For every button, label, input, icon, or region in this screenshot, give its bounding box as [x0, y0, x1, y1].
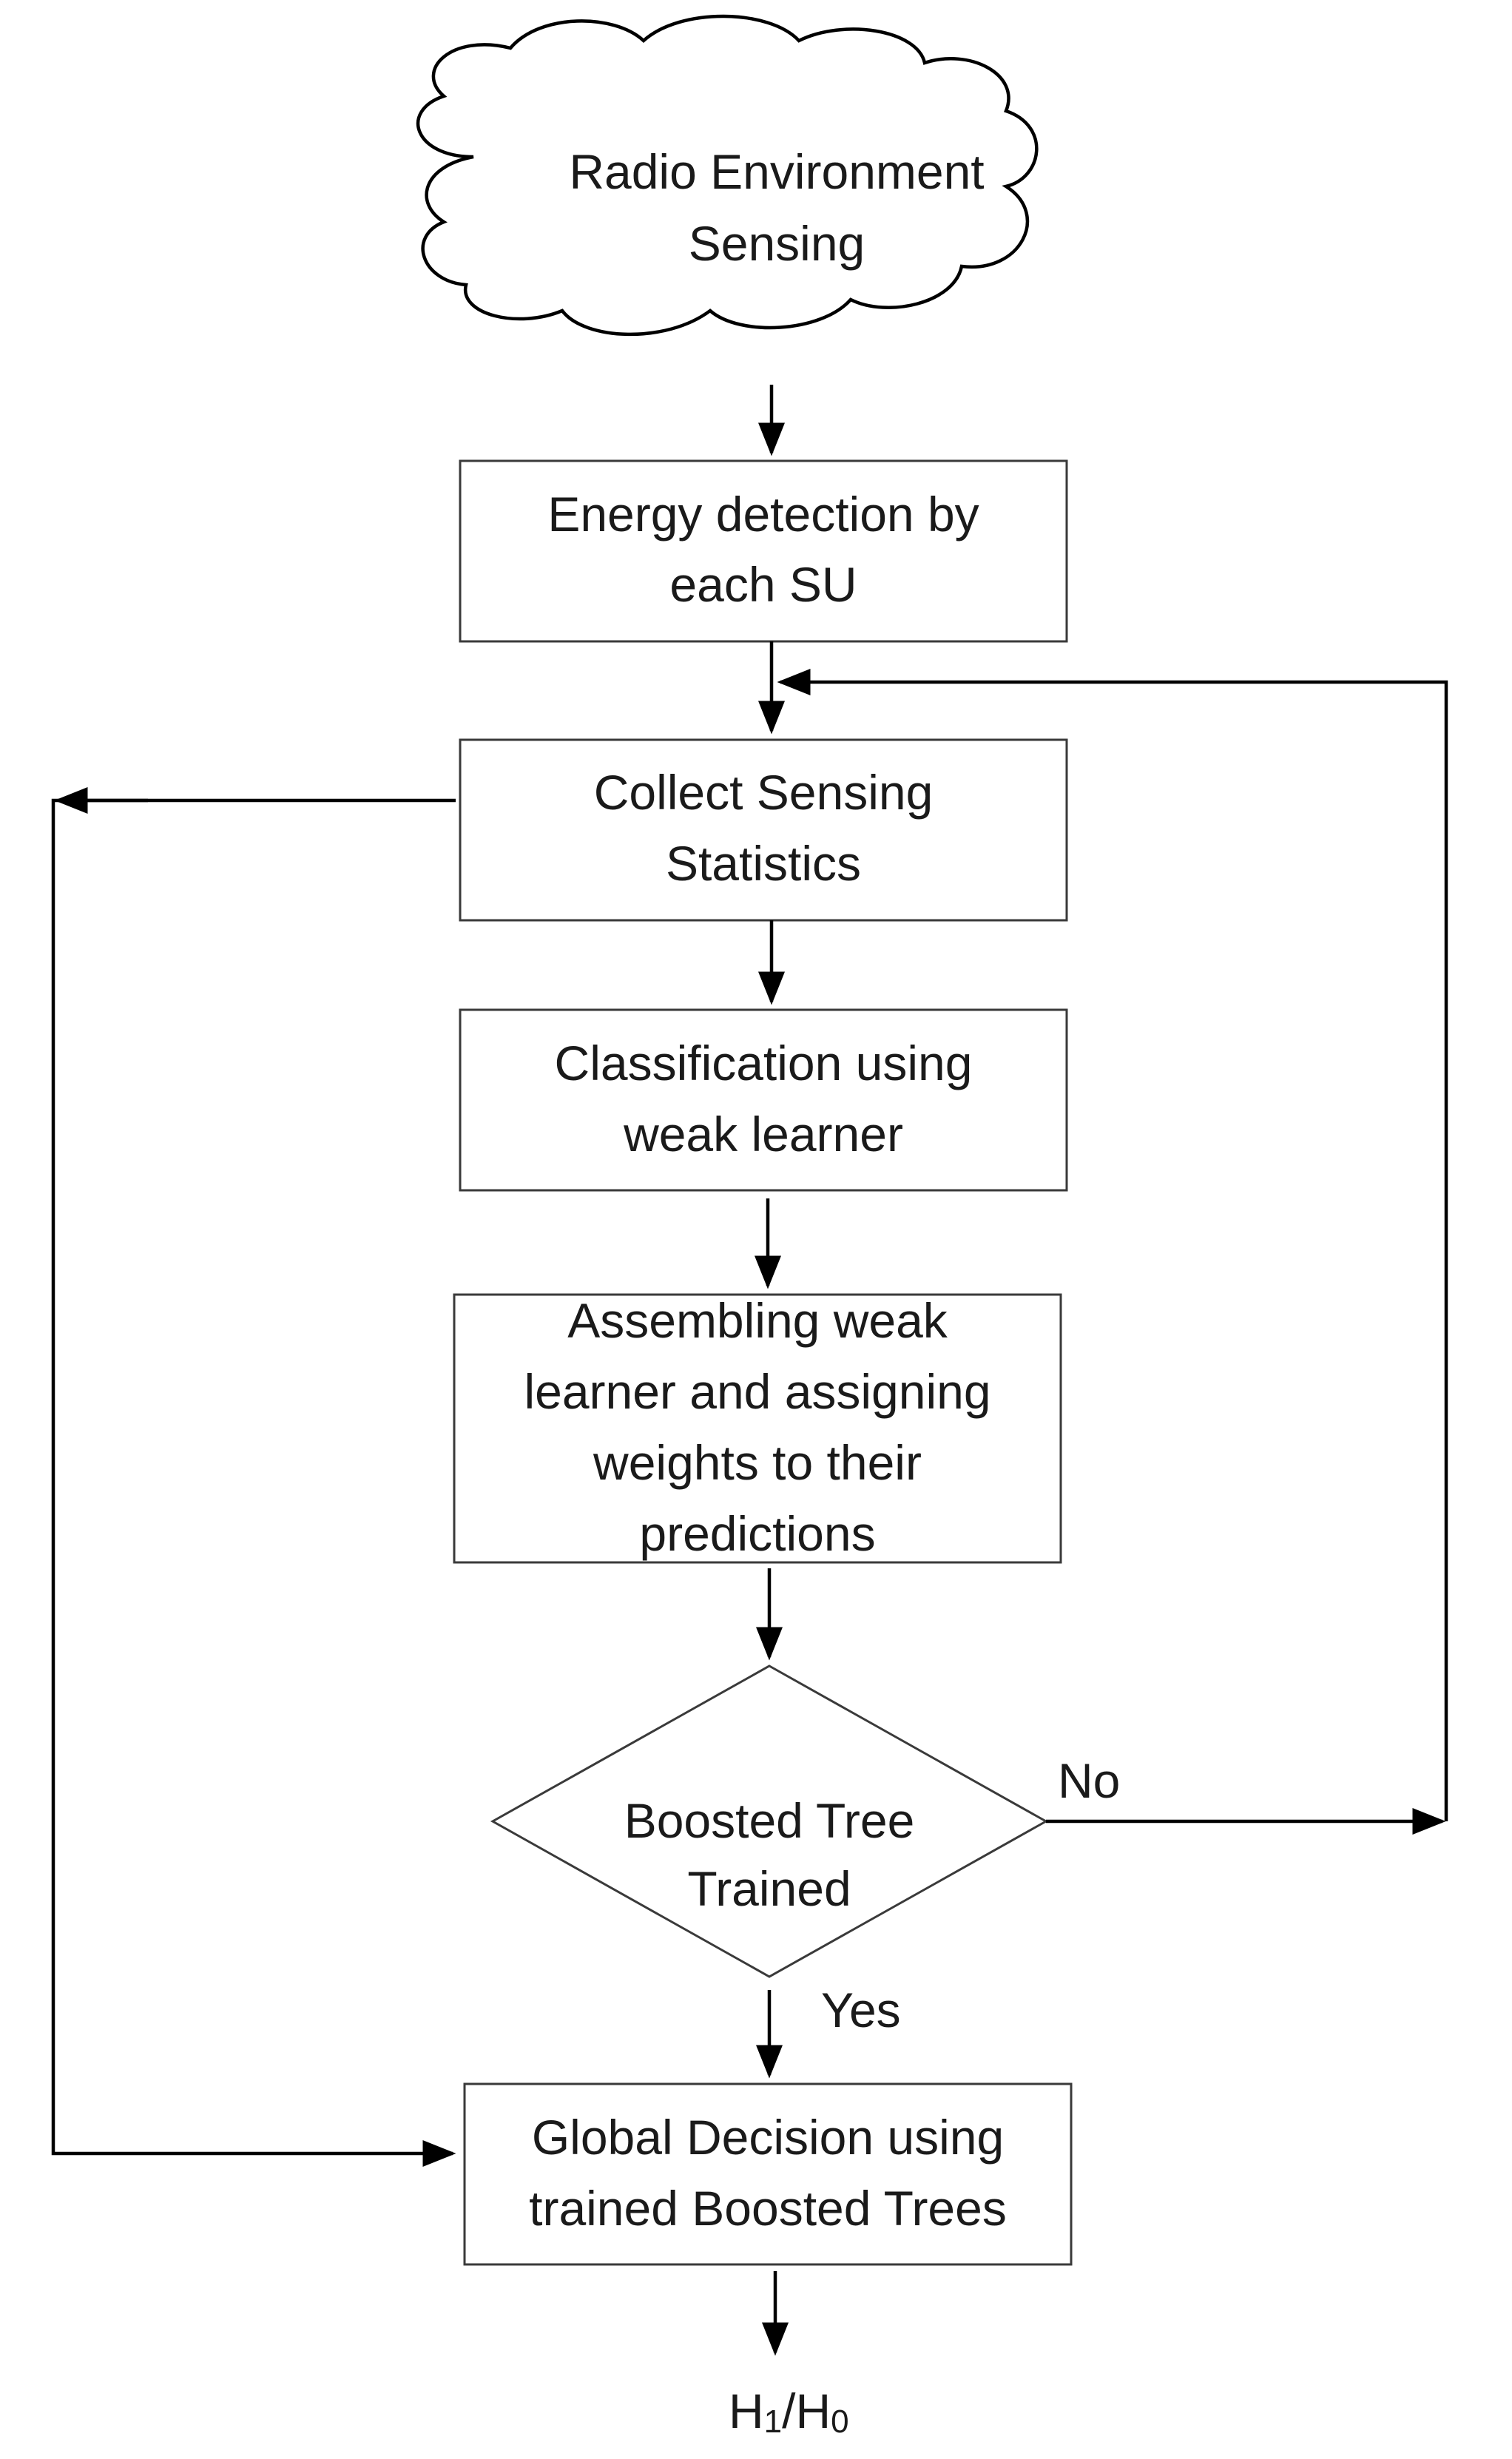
cloud-label-line-1: Radio Environment [569, 144, 984, 199]
output-h1-sub: 1 [764, 2404, 782, 2440]
output-separator: / [782, 2384, 796, 2438]
no-label: No [1058, 1753, 1120, 1808]
energy-detection-label-line-2: each SU [669, 557, 857, 612]
arrow-collect-to-global-bypass [51, 798, 456, 2167]
decision-diamond [490, 1664, 1049, 1978]
global-decision-box [463, 2082, 1073, 2266]
assembling-label-line-2: learner and assigning [524, 1364, 990, 1419]
collect-statistics-label-line-1: Collect Sensing [594, 765, 934, 820]
assembling-label-line-4: predictions [639, 1506, 875, 1561]
energy-detection-label-line-1: Energy detection by [547, 487, 979, 542]
global-decision-label-line-1: Global Decision using [532, 2110, 1004, 2165]
classification-label-line-1: Classification using [555, 1036, 973, 1090]
arrow-no-loop-back [777, 669, 1448, 1821]
classification-node: Classification using weak learner [459, 1008, 1068, 1192]
collect-statistics-box [459, 738, 1068, 922]
output-label: H1/H0 [729, 2384, 849, 2440]
collect-statistics-node: Collect Sensing Statistics [459, 738, 1068, 922]
decision-node: Boosted Tree Trained [490, 1664, 1049, 1978]
cloud-node: Radio Environment Sensing [416, 14, 1039, 337]
cloud-label-line-2: Sensing [689, 216, 865, 271]
energy-detection-node: Energy detection by each SU [459, 459, 1068, 643]
assembling-label-line-3: weights to their [593, 1435, 922, 1490]
decision-label-line-1: Boosted Tree [624, 1793, 915, 1848]
output-h0-main: H [796, 2384, 831, 2438]
output-h0-sub: 0 [831, 2404, 848, 2440]
output-h1-main: H [729, 2384, 764, 2438]
classification-label-line-2: weak learner [623, 1107, 903, 1161]
assembling-box [453, 1293, 1062, 1564]
classification-box [459, 1008, 1068, 1192]
energy-detection-box [459, 459, 1068, 643]
yes-label: Yes [821, 1983, 901, 2037]
collect-statistics-label-line-2: Statistics [666, 836, 861, 891]
cloud-shape [416, 14, 1039, 337]
global-decision-label-line-2: trained Boosted Trees [529, 2181, 1007, 2236]
assembling-label-line-1: Assembling weak [567, 1293, 948, 1348]
global-decision-node: Global Decision using trained Boosted Tr… [463, 2082, 1073, 2266]
decision-label-line-2: Trained [687, 1861, 851, 1916]
assembling-node: Assembling weak learner and assigning we… [453, 1293, 1062, 1564]
